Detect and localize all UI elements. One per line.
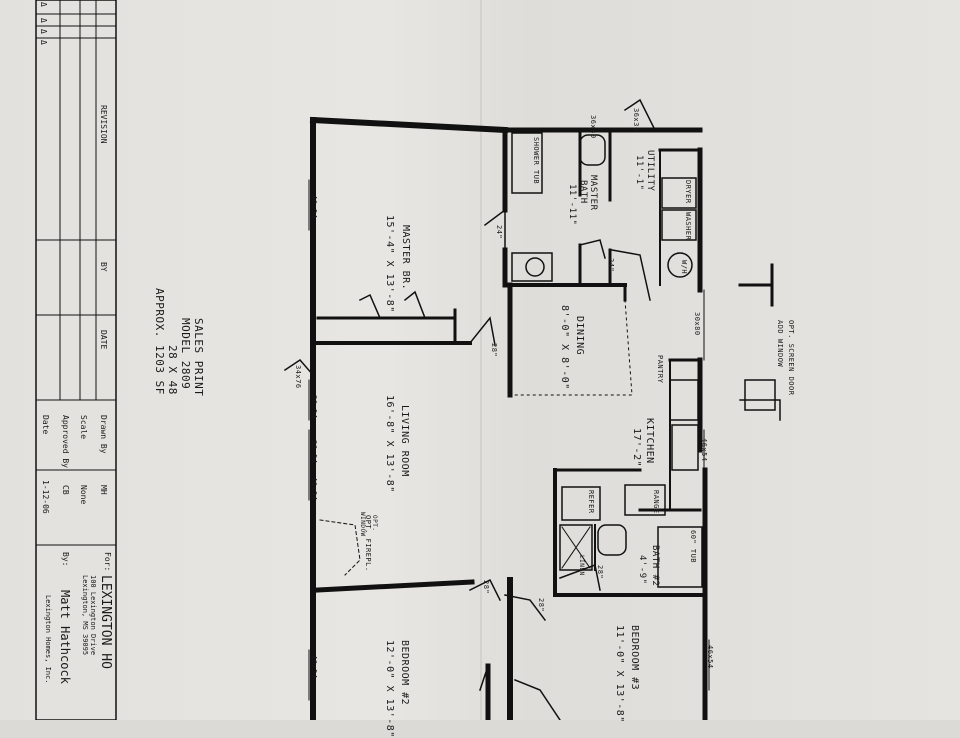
master-bath-size: 11'-11" — [567, 184, 577, 226]
date-label: Date — [41, 415, 50, 435]
linen-fixture — [559, 524, 593, 571]
bath2-tub — [657, 526, 703, 588]
drawn-by-label: Drawn By — [99, 415, 108, 454]
address-line1: 100 Lexington Drive — [89, 575, 97, 656]
note-opt-door: OPT. SCREEN DOOR — [787, 320, 795, 396]
sales-print-line4: APPROX. 1203 SF — [153, 288, 166, 395]
for-company: LEXINGTON HO — [98, 575, 113, 669]
sales-print-line2: MODEL 2809 — [179, 318, 192, 390]
by-name: Matt Hathcock — [58, 590, 72, 684]
range-label: RANGE — [652, 490, 660, 514]
tub-shower-label: 60" TUB — [689, 530, 697, 564]
utility-size: 11'-1" — [634, 155, 644, 191]
sales-print-line3: 28 X 48 — [166, 345, 179, 395]
pantry-fixture — [669, 379, 699, 421]
master-br-size: 15'-4" X 13'-8" — [384, 215, 395, 313]
bath2-toilet — [597, 524, 627, 556]
living-room-size: 16'-8" X 13'-8" — [384, 395, 395, 493]
revision-mark-4: Δ — [39, 40, 48, 45]
washer-fixture — [661, 209, 697, 241]
window-label-3: 36x54 — [310, 395, 318, 419]
door-label-1: 30x80 — [693, 312, 701, 336]
washer-label: WASHER — [684, 212, 692, 241]
scale-label: Scale — [79, 415, 88, 440]
utility-name: UTILITY — [645, 150, 655, 192]
note-opt-window: ADD WINDOW — [776, 320, 784, 368]
living-room-name: LIVING ROOM — [399, 405, 410, 477]
paper-background — [0, 0, 960, 720]
bedroom2-name: BEDROOM #2 — [399, 640, 410, 706]
floor-plan-drawing — [35, 0, 781, 720]
master-toilet — [579, 134, 606, 166]
shower-tub-label: SHOWER TUB — [532, 137, 540, 185]
door-label-2: 28" — [490, 343, 498, 358]
dining-size: 8'-0" X 8'-0" — [559, 305, 570, 390]
water-heater-fixture — [667, 252, 693, 278]
water-heater-label: W/H — [680, 260, 688, 275]
master-sink — [511, 252, 553, 282]
revision-mark-3: Δ — [39, 29, 48, 34]
master-bath-name: MASTER — [588, 175, 598, 211]
dining-name: DINING — [574, 316, 585, 356]
scale-value: None — [79, 485, 88, 505]
by-label: By: — [61, 552, 70, 567]
title-block-border — [35, 0, 117, 720]
bath2-size: 4'-9" — [637, 555, 647, 585]
drawn-by-value: MH — [99, 485, 108, 495]
revision-mark-2: Δ — [39, 18, 48, 23]
bath2-name: BATH #2 — [650, 545, 660, 587]
door-label-5: 28" — [482, 580, 490, 595]
window-label-5: 46x54 — [310, 477, 318, 501]
master-br-name: MASTER BR. — [400, 225, 411, 291]
door-label-8: 28" — [596, 565, 604, 580]
kitchen-size: 17'-2" — [631, 428, 642, 468]
sales-print-line1: SALES PRINT — [192, 318, 205, 397]
dryer-fixture — [661, 177, 697, 209]
refer-label: REFER — [587, 490, 595, 514]
paper-fold — [480, 0, 482, 720]
kitchen-name: KITCHEN — [644, 418, 655, 464]
bedroom2-size: 12'-0" X 13'-8" — [384, 640, 395, 738]
window-label-9: 36x30 — [632, 108, 640, 132]
address-line2: Lexington, MS 39095 — [81, 575, 89, 656]
master-bath-name2: BATH — [578, 180, 588, 204]
by-header: BY — [99, 262, 108, 272]
range-fixture — [624, 484, 666, 516]
window-label-6: 46x54 — [706, 645, 714, 669]
window-label-8: 36x30 — [589, 115, 597, 139]
for-label: For: — [103, 552, 112, 572]
note-stair-1: OPT. — [371, 515, 378, 532]
refrigerator-fixture — [561, 486, 601, 521]
linen-label: LINEN — [578, 555, 585, 576]
window-label-2: 46x54 — [310, 655, 318, 679]
door-label-7: 28" — [537, 598, 545, 613]
bedroom3-size: 11'-0" X 13'-8" — [614, 625, 625, 723]
shower-tub-fixture — [511, 132, 543, 194]
window-label-1: 46x54 — [310, 195, 318, 219]
door-label-4: 34x76 — [294, 365, 302, 389]
date-value: 1-12-06 — [41, 480, 50, 514]
by-company: Lexington Homes, Inc. — [44, 595, 52, 684]
window-label-7: 46x54 — [700, 438, 708, 462]
approved-label: Approved By — [61, 415, 70, 468]
revision-header: REVISION — [99, 105, 108, 144]
bedroom3-name: BEDROOM #3 — [629, 625, 640, 691]
door-label-6: 24" — [607, 258, 615, 273]
pantry-label: PANTRY — [656, 355, 664, 384]
date-header: DATE — [99, 330, 108, 350]
dryer-label: DRYER — [684, 180, 692, 204]
approved-value: CB — [61, 485, 70, 495]
note-stair-2: WINDOW — [359, 512, 366, 537]
revision-mark-1: Δ — [39, 2, 48, 7]
exterior-wall-top — [309, 116, 509, 134]
kitchen-sink — [671, 424, 699, 471]
window-label-4: 36x54 — [310, 440, 318, 464]
door-label-3: 24" — [495, 225, 503, 240]
